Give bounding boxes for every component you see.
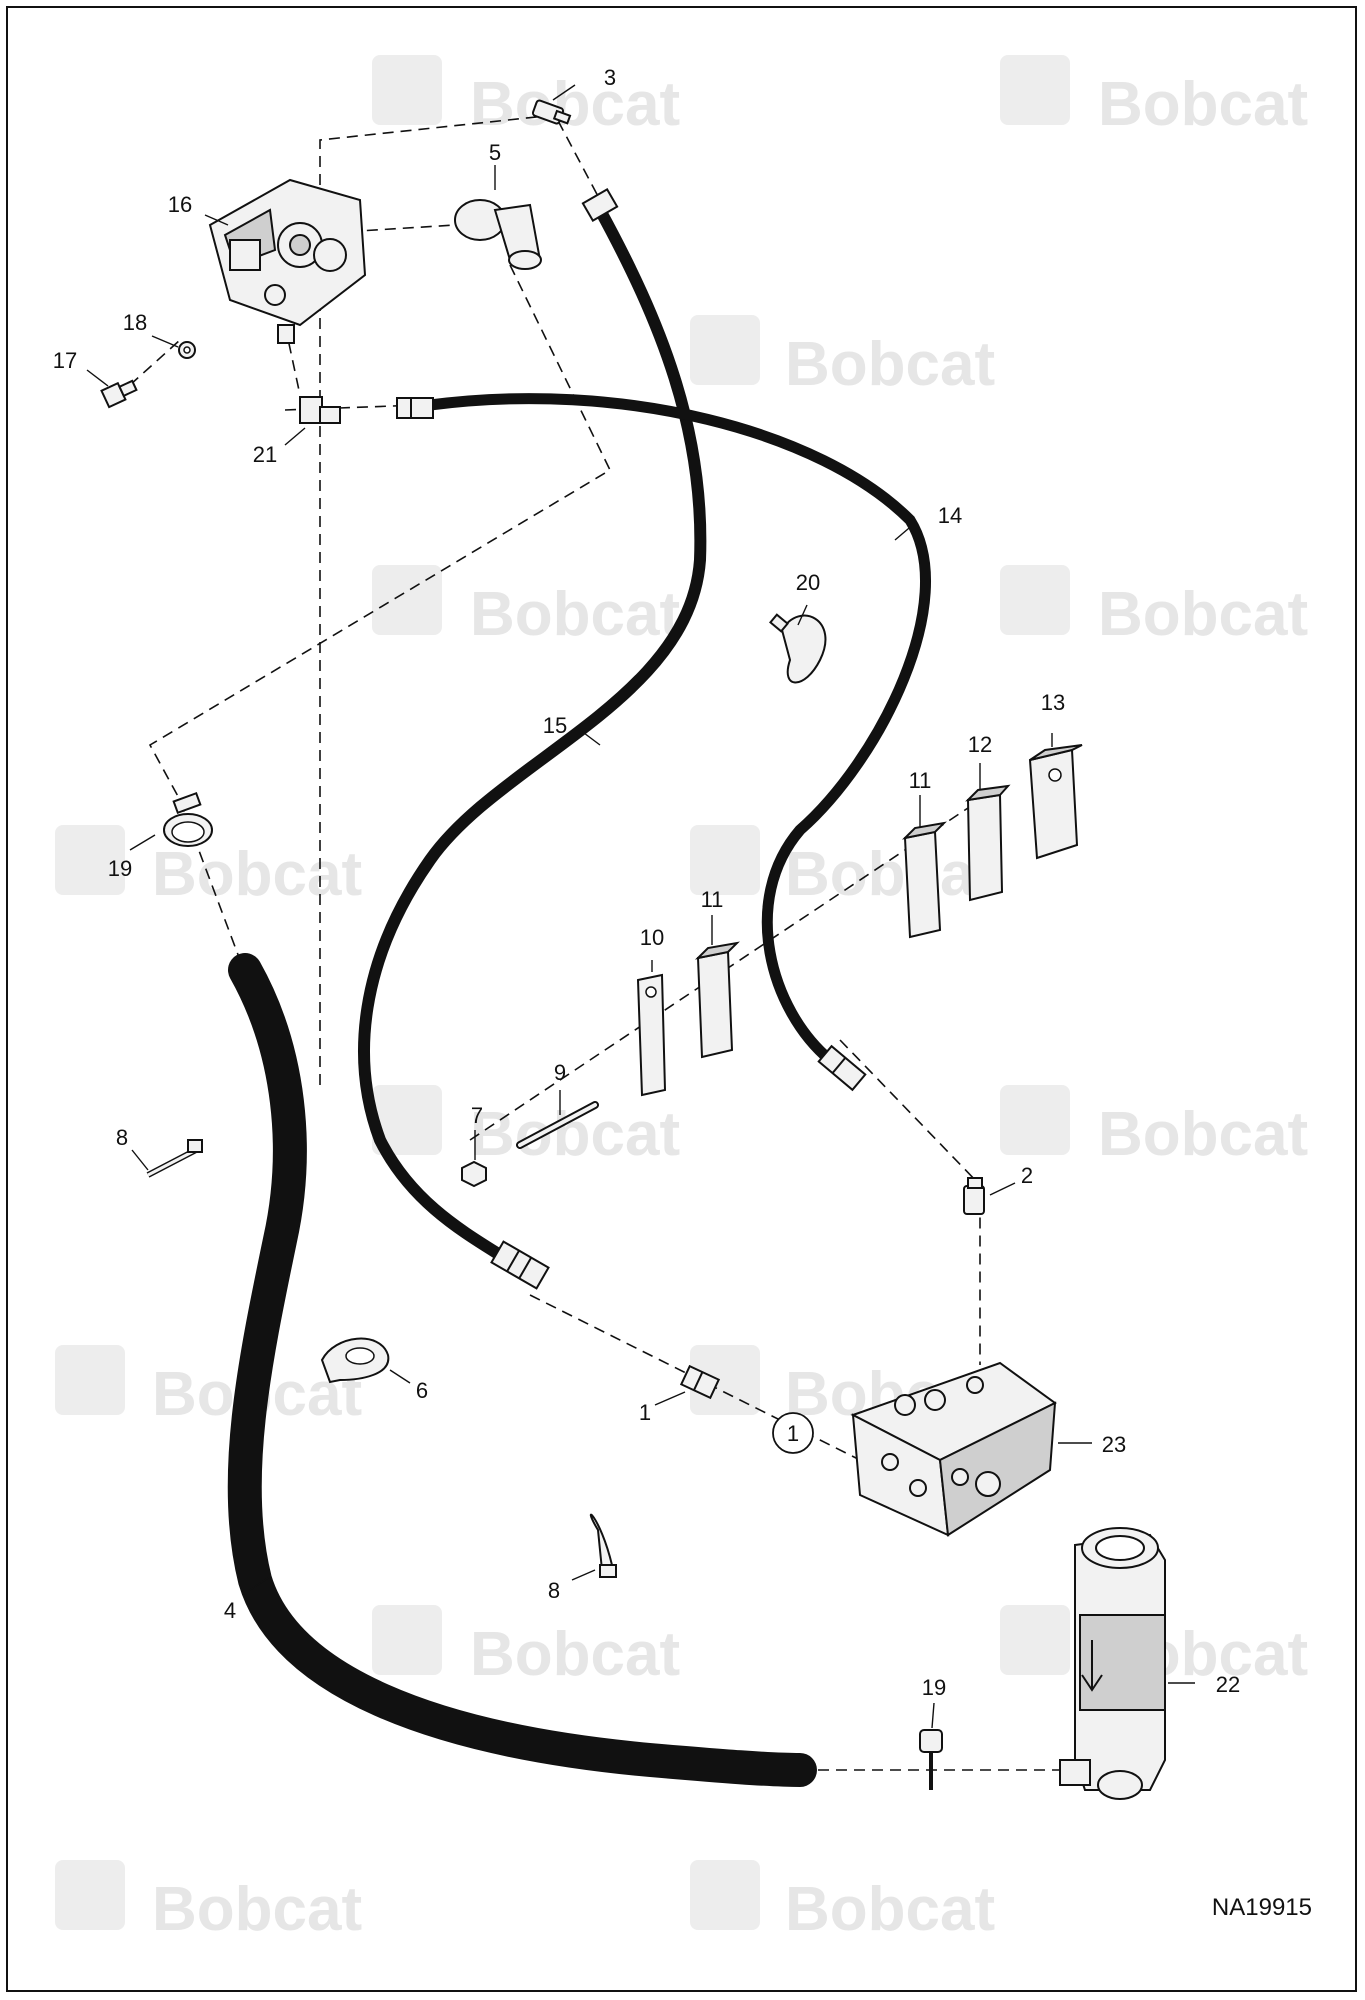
valve-16 [208,178,367,344]
clamp-half-12 [965,784,1011,902]
callout-8-lower: 8 [548,1578,560,1603]
rod-9 [516,1101,599,1149]
svg-text:Bobcat: Bobcat [470,580,680,649]
watermark: Bobcat [1000,55,1308,139]
watermark: Bobcat [55,1860,362,1944]
svg-text:Bobcat: Bobcat [470,70,680,139]
callout-19-upper: 19 [108,856,132,881]
hoses [227,204,931,1787]
watermark: Bobcat [1000,1085,1308,1169]
callout-11-upper: 11 [909,768,932,793]
callout-11-lower: 11 [701,887,724,912]
parts [100,99,1166,1800]
svg-text:Bobcat: Bobcat [785,840,995,909]
clamp-half-11a [901,821,947,939]
callout-17: 17 [53,348,77,373]
svg-text:Bobcat: Bobcat [470,1100,680,1169]
watermark: Bobcat [690,315,995,399]
callout-15: 15 [543,713,567,738]
hose-14-upper-fitting [396,397,434,419]
svg-text:Bobcat: Bobcat [785,1875,995,1944]
circled-reference-1: 1 [772,1412,814,1454]
valve-block-23 [850,1361,1057,1537]
fitting-3 [531,99,572,125]
bolt-17 [100,379,138,409]
callout-labels: 3 5 16 18 17 21 14 20 15 13 12 11 11 10 … [53,65,1240,1700]
callout-19-lower: 19 [922,1675,946,1700]
washer-18 [178,341,196,359]
hose-14 [424,393,931,1066]
callout-21: 21 [253,442,277,467]
fittings [396,187,867,1290]
clamp-half-13 [1028,744,1083,860]
fitting-1 [679,1364,721,1400]
watermark: Bobcat [55,825,362,909]
elbow-5 [454,199,542,270]
nut-7 [461,1160,487,1188]
svg-text:Bobcat: Bobcat [1098,70,1308,139]
plate-10 [636,973,667,1097]
tie-8-lower [589,1513,617,1578]
hose-15-lower-fitting [490,1240,550,1290]
callout-4: 4 [224,1598,236,1623]
callout-5: 5 [489,140,501,165]
watermark: Bobcat [372,1085,680,1169]
svg-text:Bobcat: Bobcat [785,330,995,399]
watermark: Bobcat [372,565,680,649]
svg-text:Bobcat: Bobcat [1098,1100,1308,1169]
tie-8-upper [146,1139,203,1178]
watermark: Bobcat [690,1860,995,1944]
strap-20 [769,613,827,684]
callout-20: 20 [796,570,820,595]
callout-22: 22 [1216,1672,1240,1697]
callout-14: 14 [938,503,962,528]
callout-13: 13 [1041,690,1065,715]
callout-18: 18 [123,310,147,335]
hose-15-upper-fitting [581,187,619,223]
callout-9: 9 [554,1060,566,1085]
watermark: Bobcat [690,825,995,909]
diagram-frame [6,6,1357,1992]
svg-text:Bobcat: Bobcat [152,840,362,909]
callout-10: 10 [640,925,664,950]
watermark: Bobcat [372,55,680,139]
clamp-half-11b [694,941,740,1059]
fitting-21 [299,396,341,424]
callout-2: 2 [1021,1163,1033,1188]
svg-text:Bobcat: Bobcat [152,1875,362,1944]
callout-7: 7 [471,1103,483,1128]
clamp-6 [320,1337,390,1384]
clamp-19-lower [919,1729,943,1790]
callout-6: 6 [416,1378,428,1403]
hose-14-lower-fitting [817,1044,867,1092]
drawing-id: NA19915 [1212,1894,1312,1921]
svg-text:1: 1 [787,1421,799,1446]
svg-text:Bobcat: Bobcat [470,1620,680,1689]
watermark: Bobcat [372,1605,680,1689]
watermark: Bobcat [55,1345,362,1429]
svg-text:Bobcat: Bobcat [1098,580,1308,649]
callout-16: 16 [168,192,192,217]
filter-22 [1059,1527,1166,1800]
callout-3: 3 [604,65,616,90]
callout-23: 23 [1102,1432,1126,1457]
clamp-19-upper [163,791,213,847]
fitting-2 [963,1177,985,1215]
callout-8-upper: 8 [116,1125,128,1150]
callout-12: 12 [968,732,992,757]
hose-4 [227,953,817,1787]
callout-1: 1 [639,1400,651,1425]
leader-lines [86,84,1195,1729]
hose-15 [358,204,707,1261]
watermark: Bobcat [1000,565,1308,649]
